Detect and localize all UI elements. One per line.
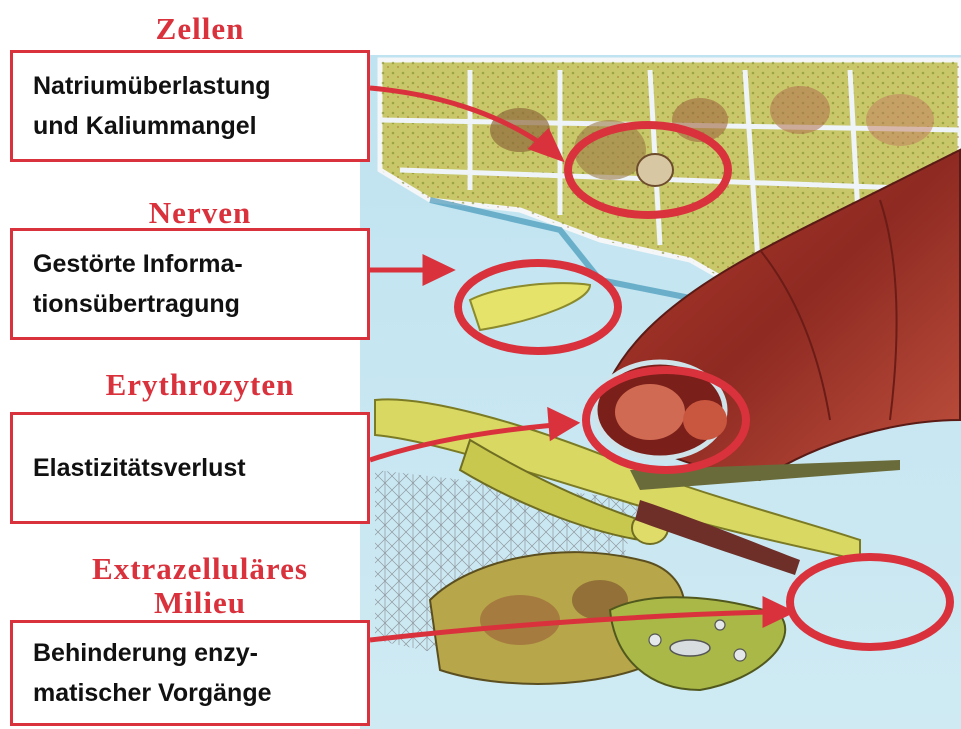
box-text: Gestörte Informa- tionsübertragung bbox=[33, 244, 243, 324]
heading-extrazellulaeres-milieu: Extrazelluläres Milieu bbox=[20, 552, 380, 620]
heading-nerven: Nerven bbox=[100, 196, 300, 230]
box-natriumueberlastung: Natriumüberlastung und Kaliummangel bbox=[10, 50, 370, 162]
box-elastizitaetsverlust: Elastizitätsverlust bbox=[10, 412, 370, 524]
heading-erythrozyten: Erythrozyten bbox=[40, 368, 360, 402]
box-text: Elastizitätsverlust bbox=[33, 448, 246, 488]
box-text: Behinderung enzy- matischer Vorgänge bbox=[33, 633, 272, 713]
box-gestoerte-informationsuebertragung: Gestörte Informa- tionsübertragung bbox=[10, 228, 370, 340]
box-text: Natriumüberlastung und Kaliummangel bbox=[33, 66, 271, 146]
heading-zellen: Zellen bbox=[120, 12, 280, 46]
box-behinderung-enzymatischer-vorgaenge: Behinderung enzy- matischer Vorgänge bbox=[10, 620, 370, 726]
